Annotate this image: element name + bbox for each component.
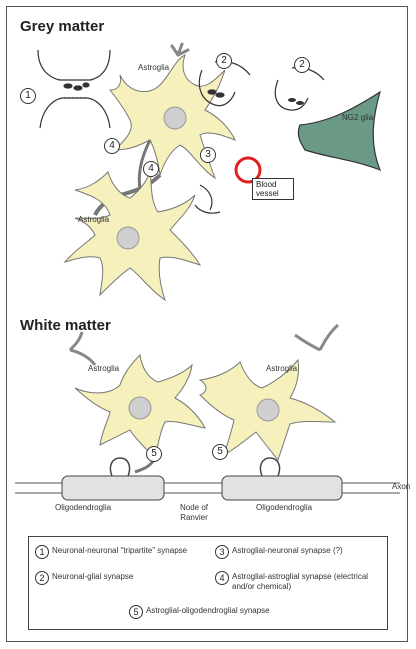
marker-2b: 2: [294, 57, 310, 73]
legend-text: Neuronal-glial synapse: [52, 572, 133, 582]
marker-2a: 2: [216, 53, 232, 69]
oligo-left-label: Oligodendroglia: [55, 503, 111, 512]
marker-4b: 4: [143, 161, 159, 177]
ng2-glia-label: NG2 glia: [342, 113, 373, 122]
marker-1: 1: [20, 88, 36, 104]
tripartite-synapse: [38, 50, 110, 128]
astroglia-white-left-label: Astroglia: [88, 364, 119, 373]
legend-text: Astroglial-neuronal synapse (?): [232, 546, 343, 556]
oligo-right-label: Oligodendroglia: [256, 503, 312, 512]
astroglia-white-right: [200, 325, 338, 460]
node-of-ranvier-label: Node of Ranvier: [176, 503, 212, 523]
blood-vessel-label: Blood vessel: [252, 178, 294, 200]
legend-number: 3: [215, 545, 229, 559]
axon-label: Axon: [392, 482, 410, 491]
legend-text: Neuronal-neuronal "tripartite" synapse: [52, 546, 192, 556]
astroglia-top-label: Astroglia: [138, 63, 169, 72]
axon: [15, 458, 400, 500]
astroglia-white-right-label: Astroglia: [266, 364, 297, 373]
marker-5a: 5: [146, 446, 162, 462]
marker-5b: 5: [212, 444, 228, 460]
legend-text: Astroglial-oligodendroglial synapse: [146, 606, 270, 616]
legend-number: 5: [129, 605, 143, 619]
grey-matter-title: Grey matter: [20, 18, 104, 35]
astroglia-bottom-label: Astroglia: [78, 215, 109, 224]
legend-text: Astroglial-astroglial synapse (electrica…: [232, 572, 382, 592]
legend-number: 2: [35, 571, 49, 585]
astroglia-white-left: [70, 332, 205, 472]
marker-4a: 4: [104, 138, 120, 154]
legend: 1 Neuronal-neuronal "tripartite" synapse…: [28, 536, 388, 630]
legend-number: 1: [35, 545, 49, 559]
white-matter-title: White matter: [20, 317, 111, 334]
marker-3: 3: [200, 147, 216, 163]
legend-number: 4: [215, 571, 229, 585]
